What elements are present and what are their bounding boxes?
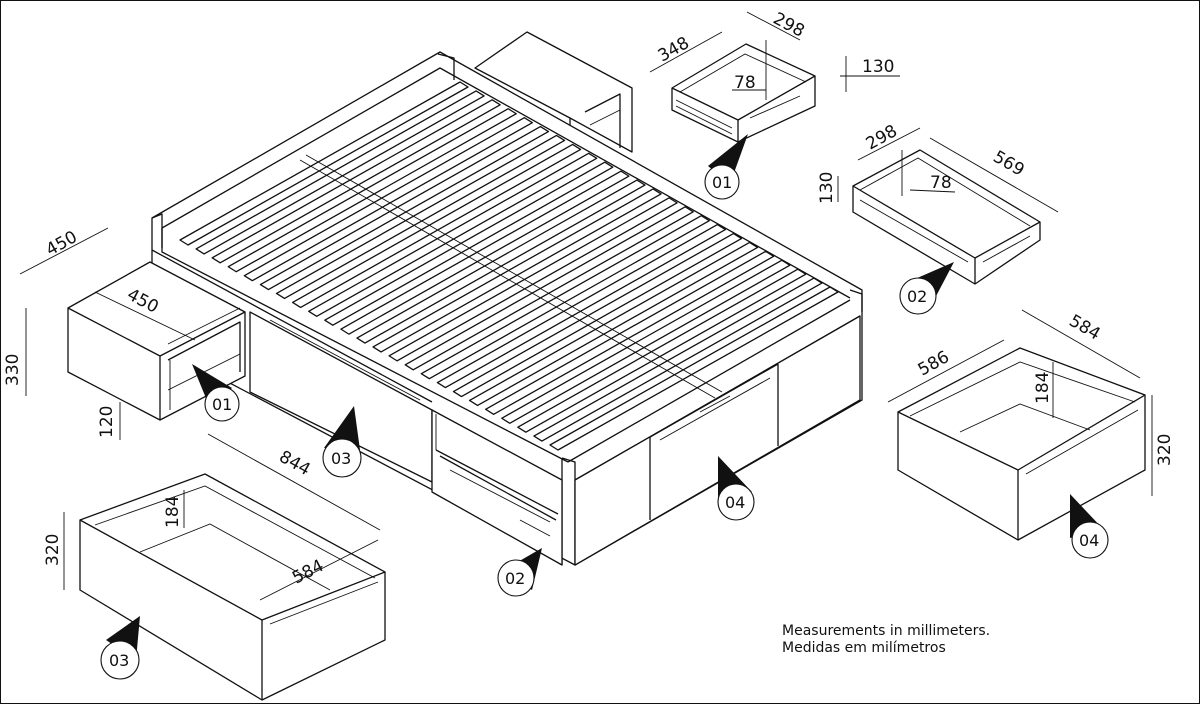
svg-text:02: 02 [907, 287, 927, 306]
dim-drawer04-depth: 584 [1066, 311, 1104, 345]
callout-02-bed: 02 [497, 548, 542, 597]
bed-slat [227, 108, 517, 273]
callout-01-top: 01 [704, 134, 748, 200]
svg-text:01: 01 [212, 395, 232, 414]
bed-slat [452, 232, 743, 398]
bed-slat [179, 81, 469, 246]
bed-slat [468, 241, 759, 407]
dim-night-gap: 120 [97, 406, 117, 438]
dim-drawer04-width: 586 [915, 347, 953, 380]
units-note-pt: Medidas em milímetros [782, 640, 946, 656]
bed-slat [533, 277, 823, 442]
dim-drawer03-height: 320 [43, 534, 63, 566]
svg-text:03: 03 [331, 449, 351, 468]
callout-01-left: 01 [192, 364, 240, 422]
bed-slat [324, 161, 614, 326]
bed-slat [372, 188, 662, 353]
bed-slat [517, 268, 807, 433]
drawer-02 [852, 149, 1041, 285]
bed-slat [388, 197, 678, 362]
bed-slat [420, 215, 710, 380]
bed-slat [259, 125, 550, 291]
dim-drawer01-inner: 78 [734, 73, 756, 93]
bed-slat [195, 90, 485, 255]
callout-04-bed: 04 [717, 456, 755, 521]
bed-slats [179, 81, 839, 451]
dim-drawer01-height: 130 [862, 57, 894, 77]
dim-drawer02-width: 298 [863, 121, 901, 154]
dimension-lines [19, 11, 1153, 601]
svg-text:04: 04 [1079, 531, 1099, 550]
bed-slat [356, 179, 646, 344]
callout-03-bottom: 03 [100, 616, 140, 680]
callout-02-right: 02 [899, 262, 954, 315]
bed-slat [211, 99, 501, 264]
rear-nightstand [474, 31, 633, 153]
bed-slat [549, 286, 839, 451]
callout-04-right: 04 [1070, 494, 1109, 559]
callouts: 01 02 01 03 02 04 04 [100, 134, 1109, 680]
svg-text:02: 02 [505, 569, 525, 588]
bed-slat [308, 152, 598, 317]
bed-slat [436, 223, 727, 389]
bed-slat [485, 250, 775, 415]
svg-text:04: 04 [725, 493, 745, 512]
dim-drawer01-width: 298 [770, 9, 808, 42]
svg-text:03: 03 [109, 651, 129, 670]
callout-03-mid: 03 [322, 406, 362, 478]
dim-night-depth: 450 [43, 227, 81, 260]
bed-slat [243, 117, 533, 282]
drawer-03 [79, 473, 386, 701]
dim-drawer01-depth: 348 [655, 33, 693, 66]
bed-slat [291, 143, 582, 309]
drawer-01 [671, 43, 816, 143]
dim-drawer02-inner: 78 [930, 173, 952, 193]
dim-night-height: 330 [3, 354, 23, 386]
bed-slat [501, 259, 791, 424]
dim-drawer03-inner: 184 [163, 496, 183, 528]
bed-slat [340, 170, 630, 335]
dim-drawer04-inner: 184 [1033, 372, 1053, 404]
units-note-en: Measurements in millimeters. [782, 623, 991, 639]
bed-slat [275, 134, 566, 300]
drawer-04 [897, 347, 1146, 541]
dim-drawer04-height: 320 [1155, 434, 1175, 466]
bed-frame [151, 51, 863, 566]
dim-drawer02-height: 130 [817, 172, 837, 204]
svg-text:01: 01 [712, 173, 732, 192]
bed-slat [404, 206, 694, 371]
